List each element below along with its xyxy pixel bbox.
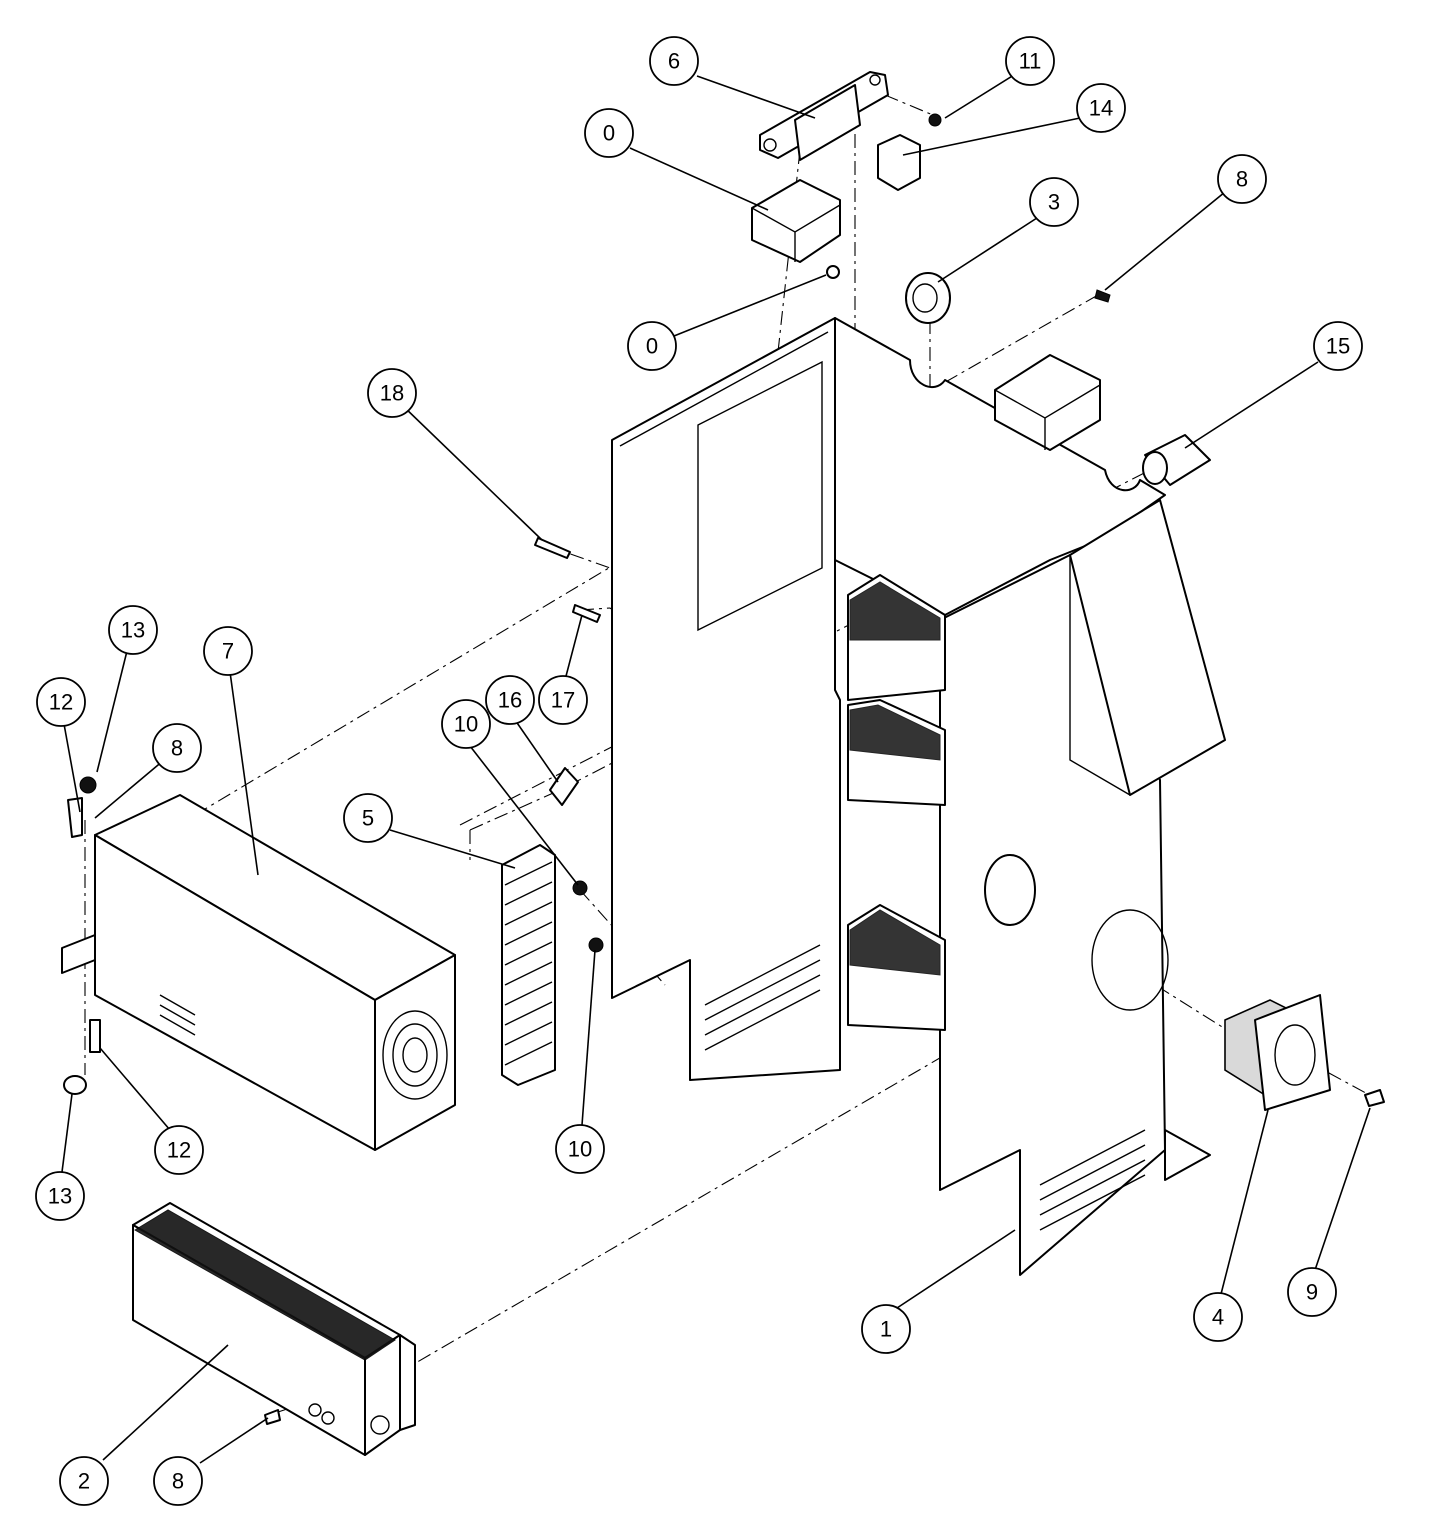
callout-label: 17 [551, 688, 575, 713]
callout-label: 2 [78, 1469, 90, 1494]
callout-balloon: 4 [1193, 1292, 1243, 1342]
callout-label: 15 [1326, 334, 1350, 359]
callout-label: 13 [48, 1184, 72, 1209]
callout-balloon: 2 [59, 1456, 109, 1506]
callout-balloon: 12 [154, 1125, 204, 1175]
mounted-chargers [847, 574, 946, 1031]
callout-label: 11 [1019, 49, 1042, 74]
callout-balloon: 18 [367, 368, 417, 418]
callout-label: 12 [49, 690, 73, 715]
callout-balloon: 16 [485, 675, 535, 725]
callout-label: 4 [1212, 1305, 1224, 1330]
callout-balloon: 8 [152, 723, 202, 773]
callout-label: 0 [603, 121, 615, 146]
callout-label: 18 [380, 381, 404, 406]
callout-balloon: 3 [1029, 177, 1079, 227]
charger [132, 1202, 416, 1456]
callout-balloon: 12 [36, 677, 86, 727]
callout-label: 8 [1236, 167, 1248, 192]
callout-balloon: 13 [108, 605, 158, 655]
grommet [905, 272, 951, 324]
callout-label: 12 [167, 1138, 191, 1163]
callout-balloon: 6 [649, 36, 699, 86]
callout-balloon: 17 [538, 675, 588, 725]
callout-balloon: 10 [555, 1124, 605, 1174]
power-supply [61, 794, 456, 1151]
callout-balloon: 11 [1005, 36, 1055, 86]
callout-label: 6 [668, 49, 680, 74]
callout-label: 8 [171, 736, 183, 761]
fasteners [63, 289, 1385, 1425]
callout-balloon: 15 [1313, 321, 1363, 371]
leader-lines [61, 69, 1371, 1464]
callout-balloons: 6 11 14 0 8 3 0 15 18 13 7 12 8 10 16 17… [35, 36, 1363, 1506]
callout-balloon: 8 [153, 1456, 203, 1506]
callout-label: 10 [568, 1137, 592, 1162]
relay [751, 179, 841, 279]
callout-label: 0 [646, 334, 658, 359]
cable-gland [1142, 434, 1211, 486]
callout-balloon: 14 [1076, 83, 1126, 133]
callout-label: 1 [880, 1317, 892, 1342]
socket [1224, 994, 1331, 1111]
callout-balloon: 8 [1217, 154, 1267, 204]
enclosure-panel [611, 317, 1226, 1276]
callout-balloon: 13 [35, 1171, 85, 1221]
callout-label: 8 [172, 1469, 184, 1494]
terminal-bracket [759, 71, 889, 161]
callout-balloon: 7 [203, 626, 253, 676]
callout-label: 9 [1306, 1280, 1318, 1305]
callout-balloon: 0 [627, 321, 677, 371]
callout-label: 16 [498, 688, 522, 713]
callout-balloon: 10 [441, 699, 491, 749]
callout-label: 14 [1089, 96, 1113, 121]
callout-label: 3 [1048, 190, 1060, 215]
switch [877, 113, 942, 191]
callout-balloon: 9 [1287, 1267, 1337, 1317]
callout-label: 7 [222, 639, 234, 664]
callout-balloon: 5 [343, 793, 393, 843]
callout-balloon: 0 [584, 108, 634, 158]
callout-label: 5 [362, 806, 374, 831]
callout-label: 10 [454, 712, 478, 737]
callout-balloon: 1 [861, 1304, 911, 1354]
callout-label: 13 [121, 618, 145, 643]
terminal-strip [501, 844, 556, 1086]
